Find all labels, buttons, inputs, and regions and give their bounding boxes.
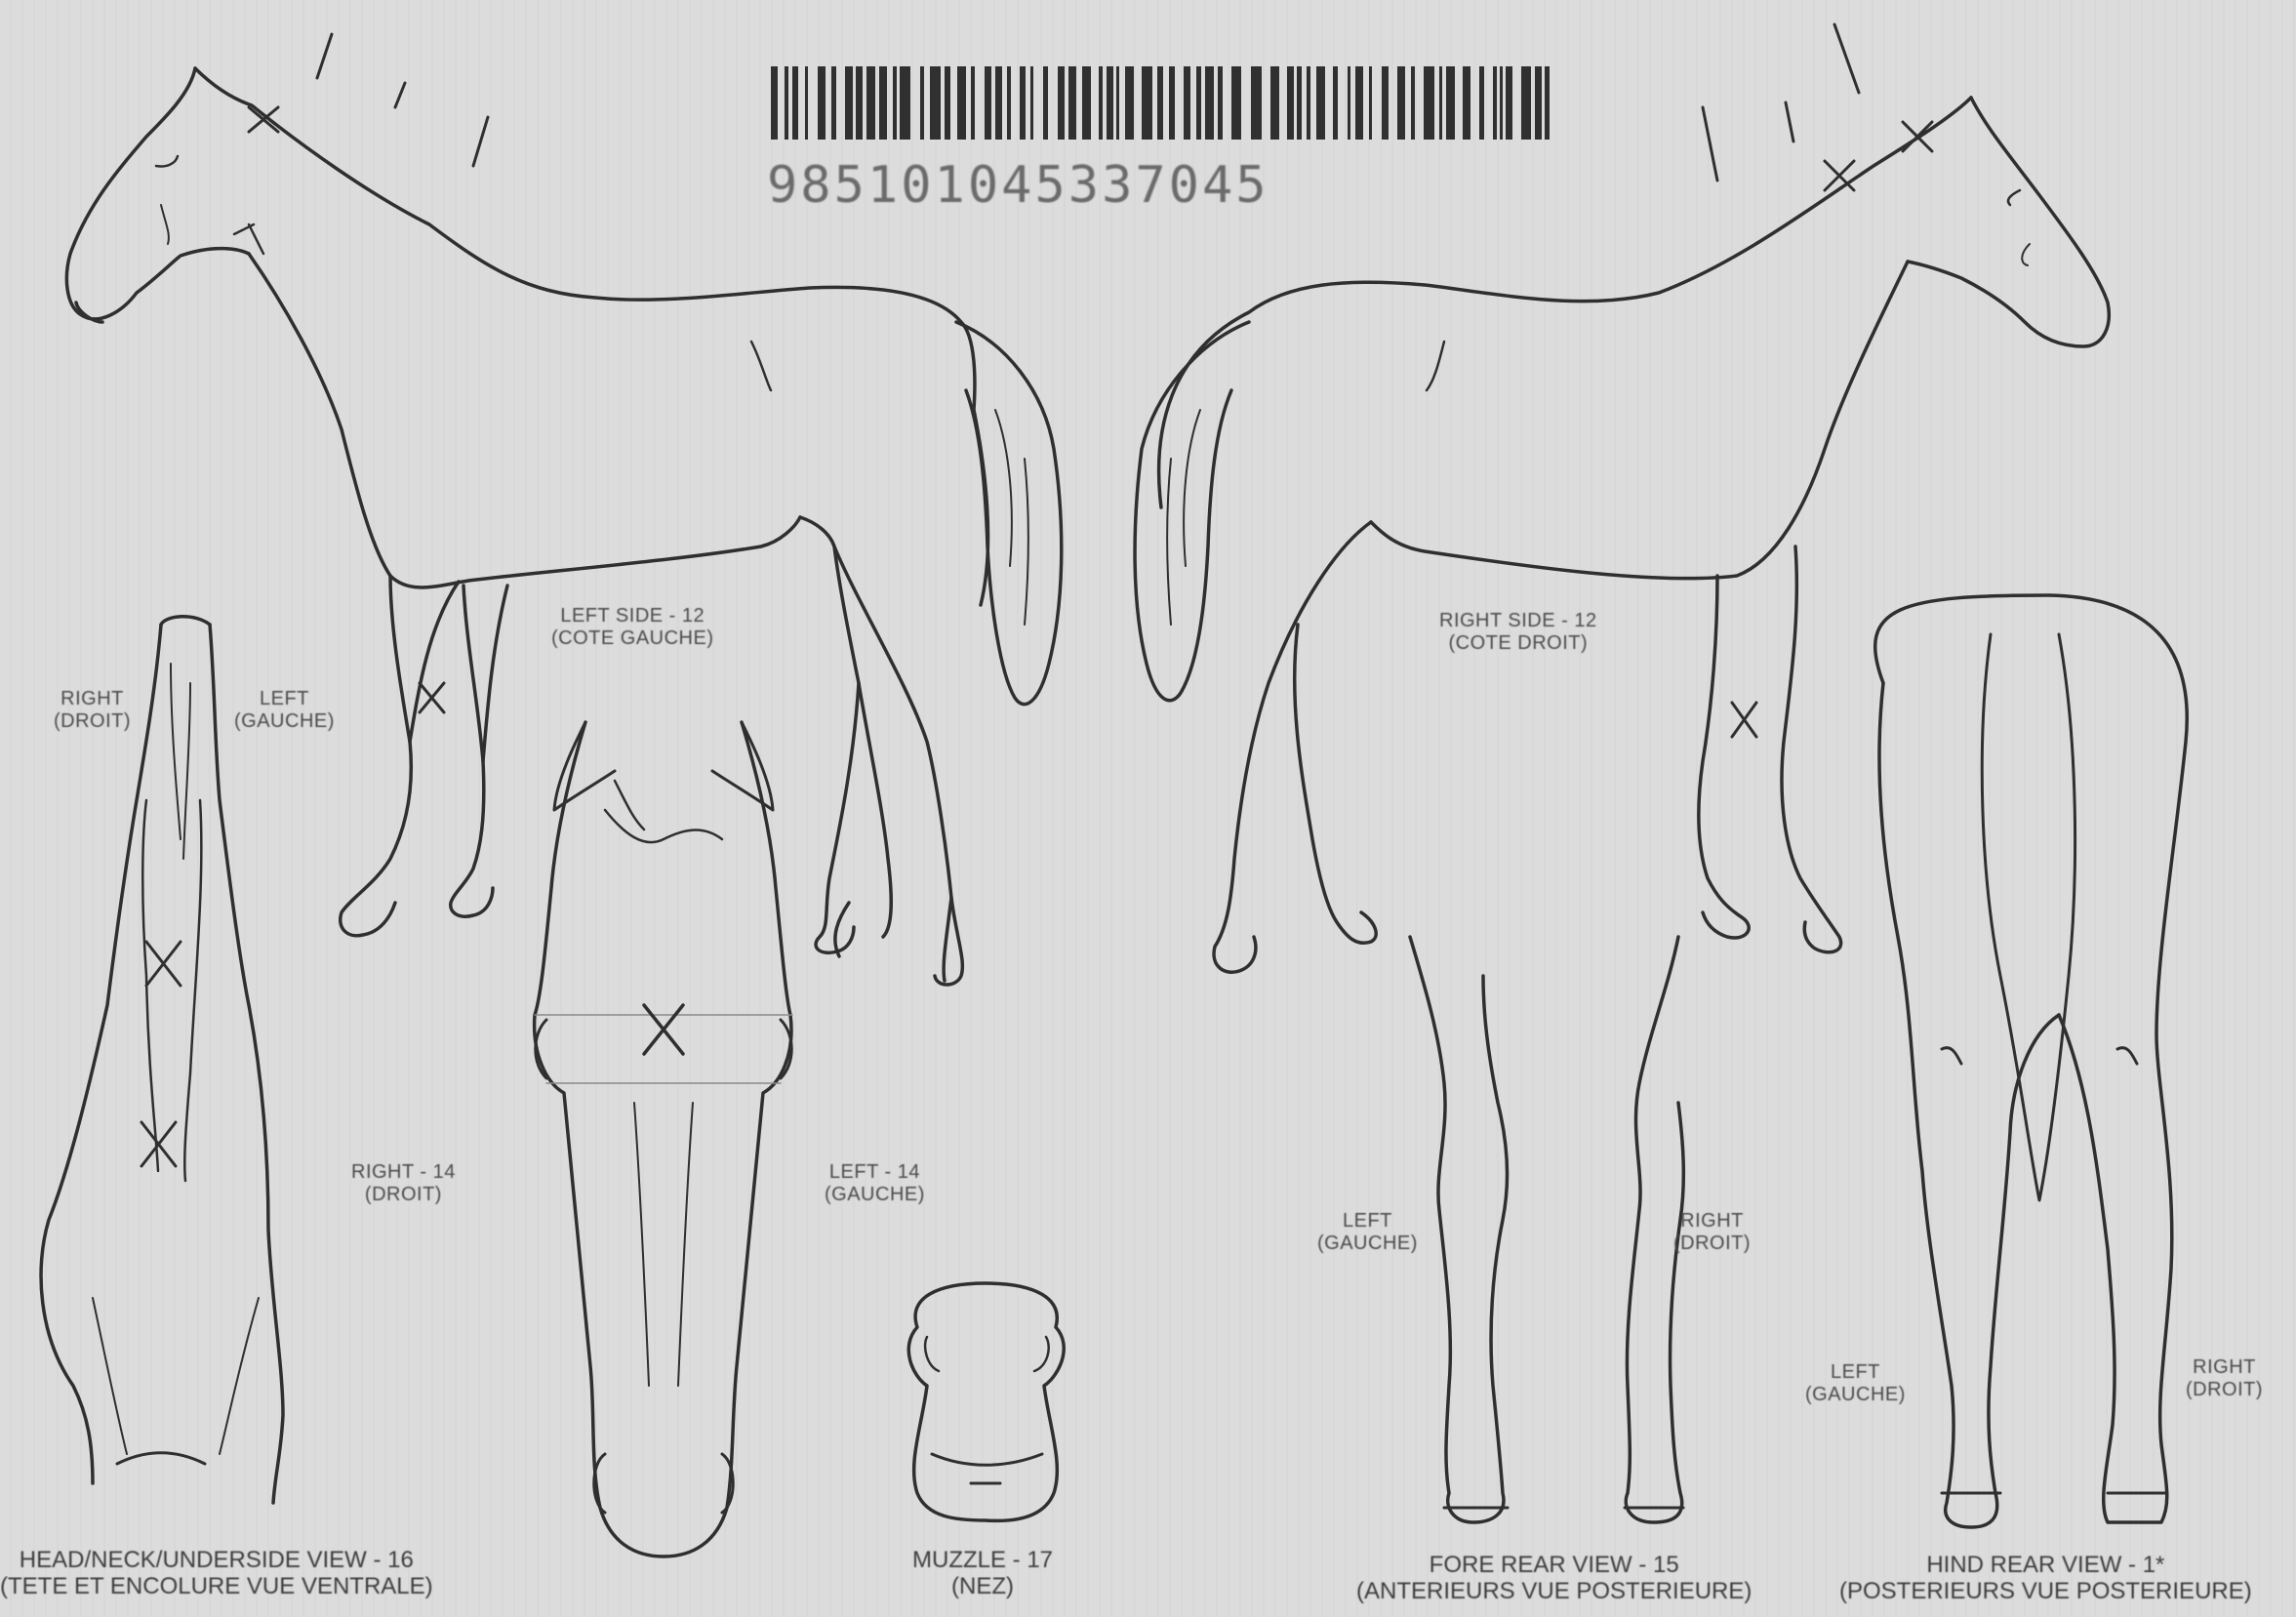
left-side-label: LEFT SIDE - 12 (COTE GAUCHE) <box>551 605 714 650</box>
barcode-bar <box>1479 66 1484 140</box>
barcode-bar <box>1205 66 1214 140</box>
barcode-bar <box>1316 66 1325 140</box>
neck-left-label: LEFT (GAUCHE) <box>234 688 335 733</box>
barcode-bar <box>879 66 887 140</box>
barcode-bar <box>1333 66 1338 140</box>
barcode-bar <box>1184 66 1190 140</box>
right-side-label: RIGHT SIDE - 12 (COTE DROIT) <box>1439 610 1597 655</box>
neck-underside-outline <box>41 617 283 1503</box>
barcode-bar <box>771 66 778 140</box>
barcode-bar <box>856 66 863 140</box>
barcode-bar <box>1545 66 1550 140</box>
barcode-bar <box>1142 66 1152 140</box>
neck-right-label: RIGHT (DROIT) <box>54 688 131 733</box>
barcode-bar <box>1463 66 1470 140</box>
barcode-bar <box>792 66 798 140</box>
barcode-bar <box>1068 66 1076 140</box>
hind-rear-caption: HIND REAR VIEW - 1* (POSTERIEURS VUE POS… <box>1839 1552 2252 1604</box>
barcode-bar <box>957 66 966 140</box>
barcode-bar <box>1007 66 1011 140</box>
hind-left-label: LEFT (GAUCHE) <box>1805 1361 1906 1406</box>
barcode <box>771 66 1550 140</box>
fore-rear-legs-outline <box>1410 937 1683 1522</box>
barcode-bar <box>1382 66 1389 140</box>
barcode-number: 985101045337045 <box>767 156 1269 215</box>
barcode-bar <box>1058 66 1065 140</box>
barcode-bar <box>1107 66 1113 140</box>
barcode-bar <box>1446 66 1455 140</box>
barcode-bar <box>1287 66 1294 140</box>
barcode-bar <box>1521 66 1531 140</box>
barcode-bar <box>831 66 836 140</box>
head-right-label: RIGHT - 14 (DROIT) <box>351 1161 456 1206</box>
fore-right-label: RIGHT (DROIT) <box>1673 1210 1751 1255</box>
hind-right-label: RIGHT (DROIT) <box>2186 1356 2263 1401</box>
barcode-bar <box>1307 66 1310 140</box>
barcode-bar <box>1424 66 1434 140</box>
barcode-bar <box>1020 66 1026 140</box>
barcode-bar <box>1493 66 1497 140</box>
barcode-bar <box>1251 66 1262 140</box>
barcode-bar <box>1348 66 1350 140</box>
barcode-bar <box>1535 66 1542 140</box>
barcode-bar <box>1125 66 1134 140</box>
barcode-bar <box>920 66 924 140</box>
barcode-bar <box>1270 66 1279 140</box>
barcode-bar <box>893 66 897 140</box>
muzzle-caption: MUZZLE - 17 (NEZ) <box>912 1547 1053 1599</box>
barcode-bar <box>1082 66 1091 140</box>
fore-left-label: LEFT (GAUCHE) <box>1317 1210 1418 1255</box>
barcode-bar <box>1043 66 1048 140</box>
barcode-bar <box>1355 66 1363 140</box>
barcode-bar <box>930 66 941 140</box>
barcode-bar <box>1218 66 1223 140</box>
barcode-bar <box>818 66 826 140</box>
barcode-bar <box>866 66 875 140</box>
barcode-bar <box>1157 66 1163 140</box>
head-left-label: LEFT - 14 (GAUCHE) <box>825 1161 925 1206</box>
neck-underside-caption: HEAD/NECK/UNDERSIDE VIEW - 16 (TETE ET E… <box>0 1547 433 1599</box>
barcode-bar <box>945 66 950 140</box>
barcode-bar <box>1439 66 1442 140</box>
fore-rear-caption: FORE REAR VIEW - 15 (ANTERIEURS VUE POST… <box>1356 1552 1752 1604</box>
head-front-outline <box>535 722 792 1556</box>
barcode-bar <box>1411 66 1415 140</box>
barcode-bar <box>1506 66 1512 140</box>
barcode-bar <box>1369 66 1372 140</box>
barcode-bar <box>1397 66 1405 140</box>
barcode-bar <box>1099 66 1103 140</box>
right-side-horse-outline <box>1135 24 2109 972</box>
barcode-bar <box>785 66 788 140</box>
muzzle-outline <box>908 1283 1064 1520</box>
barcode-bar <box>971 66 975 140</box>
barcode-bar <box>1196 66 1201 140</box>
barcode-bar <box>1116 66 1119 140</box>
barcode-bar <box>1231 66 1241 140</box>
barcode-bar <box>1030 66 1033 140</box>
barcode-bar <box>1169 66 1175 140</box>
barcode-bar <box>900 66 910 140</box>
barcode-bar <box>1500 66 1503 140</box>
barcode-bar <box>1297 66 1302 140</box>
barcode-bar <box>845 66 853 140</box>
barcode-bar <box>995 66 1002 140</box>
barcode-bar <box>805 66 808 140</box>
hind-rear-legs-outline <box>1875 595 2188 1527</box>
barcode-bar <box>985 66 991 140</box>
